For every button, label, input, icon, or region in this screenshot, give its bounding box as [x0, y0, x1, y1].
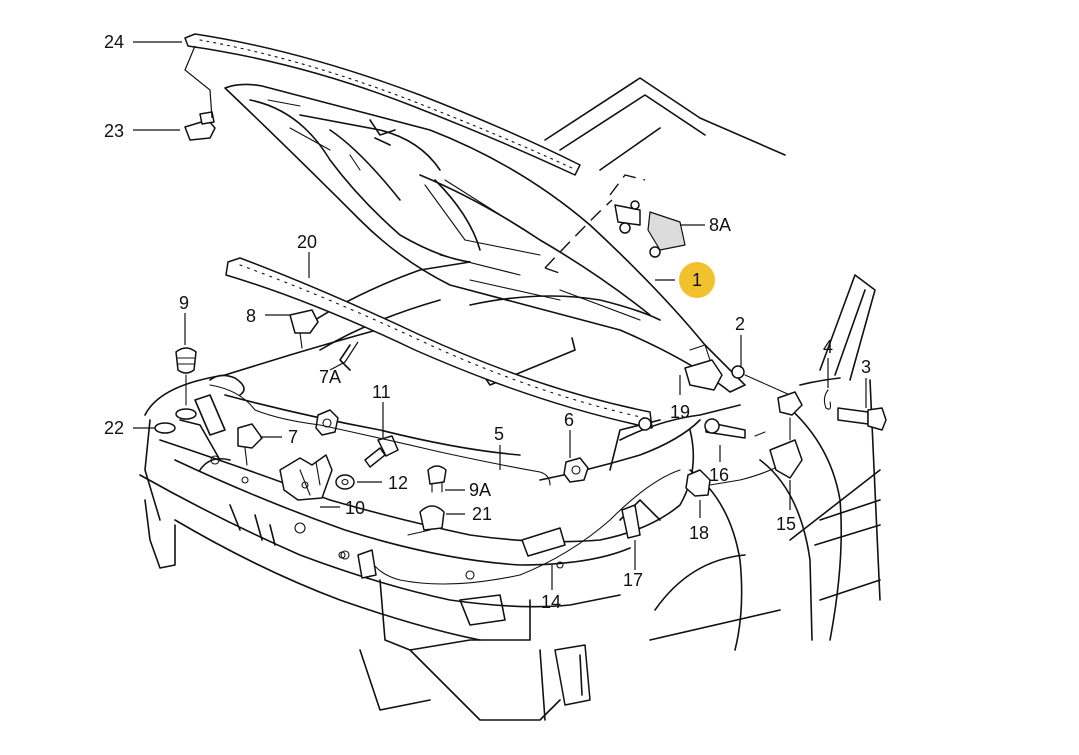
sound-absorber-outline — [544, 174, 646, 276]
part-label-18[interactable]: 18 — [689, 523, 709, 543]
part-label-3[interactable]: 3 — [861, 357, 871, 377]
part-label-5[interactable]: 5 — [494, 424, 504, 444]
engine-bay-structure — [139, 261, 741, 721]
part-label-7a[interactable]: 7A — [319, 367, 341, 387]
leader-lines — [133, 41, 867, 590]
part-label-6[interactable]: 6 — [564, 410, 574, 430]
part-label-21[interactable]: 21 — [472, 504, 492, 524]
part-label-20[interactable]: 20 — [297, 232, 317, 252]
part-label-23[interactable]: 23 — [104, 121, 124, 141]
components — [154, 111, 887, 585]
part-labels: 1 24 23 8A 20 9 8 2 4 3 7A 11 19 6 22 5 … — [104, 32, 871, 612]
part-label-24[interactable]: 24 — [104, 32, 124, 52]
part-label-11[interactable]: 11 — [372, 382, 391, 402]
part-label-22[interactable]: 22 — [104, 418, 124, 438]
part-label-8a[interactable]: 8A — [709, 215, 731, 235]
part-label-16[interactable]: 16 — [709, 465, 729, 485]
part-label-14[interactable]: 14 — [541, 592, 561, 612]
part-label-2[interactable]: 2 — [735, 314, 745, 334]
part-label-15[interactable]: 15 — [776, 514, 796, 534]
part-label-9a[interactable]: 9A — [469, 480, 491, 500]
seal-strip-20 — [225, 257, 653, 431]
highlight-marker-1 — [679, 262, 715, 298]
part-label-7[interactable]: 7 — [288, 427, 298, 447]
part-label-19[interactable]: 19 — [670, 402, 690, 422]
part-label-9[interactable]: 9 — [179, 293, 189, 313]
part-label-1[interactable]: 1 — [692, 270, 702, 290]
part-label-10[interactable]: 10 — [345, 498, 365, 518]
part-label-8[interactable]: 8 — [246, 306, 256, 326]
part-label-4[interactable]: 4 — [823, 337, 833, 357]
car-body-outline — [544, 77, 881, 651]
part-label-17[interactable]: 17 — [623, 570, 643, 590]
bonnet-hood — [184, 33, 746, 393]
part-label-12[interactable]: 12 — [388, 473, 408, 493]
